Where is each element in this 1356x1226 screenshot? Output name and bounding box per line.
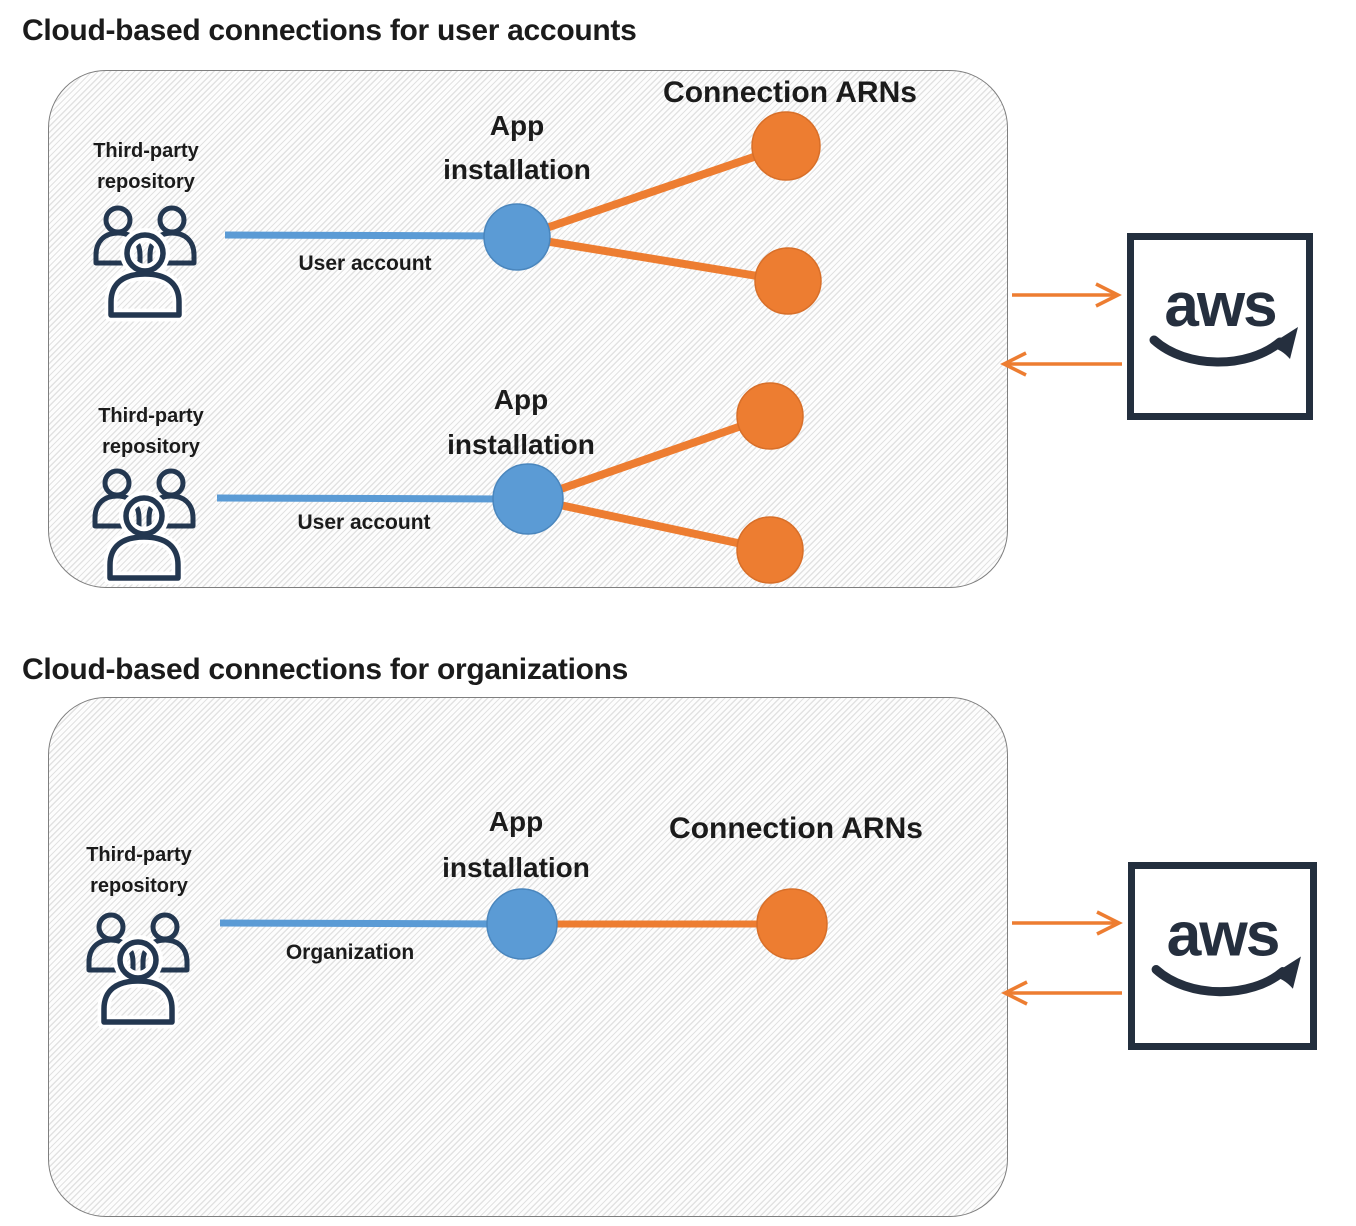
aws-wordmark: aws <box>1164 271 1275 340</box>
arrow-to-aws-icon <box>1012 282 1122 308</box>
app-installation-label: App installation <box>447 384 595 460</box>
link-label: User account <box>297 511 431 534</box>
app-installation-label: App installation <box>442 806 590 883</box>
aws-smile-icon <box>1151 965 1288 997</box>
arrow-from-aws-icon <box>1001 980 1122 1006</box>
aws-logo-box: aws <box>1127 233 1313 420</box>
app-installation-label: App installation <box>443 110 591 185</box>
section2-diagram-container <box>48 697 1008 1217</box>
link-label: User account <box>298 252 432 275</box>
repo-label-line2: repository <box>90 875 188 897</box>
repo-label: Third-party repository <box>66 136 226 198</box>
repo-label-line1: Third-party <box>93 140 199 162</box>
aws-wordmark: aws <box>1167 900 1279 969</box>
aws-logo: aws <box>1149 271 1298 367</box>
aws-logo: aws <box>1151 900 1301 997</box>
repo-label-line1: Third-party <box>98 405 204 427</box>
section2-title: Cloud-based connections for organization… <box>22 653 629 686</box>
connection-arns-heading: Connection ARNs <box>663 76 917 109</box>
aws-smile-arrow-icon <box>1270 956 1301 989</box>
repo-label-line2: repository <box>102 436 200 458</box>
repo-label-line2: repository <box>97 171 195 193</box>
arrow-to-aws-icon <box>1012 910 1123 936</box>
connection-arns-heading: Connection ARNs <box>669 812 923 845</box>
repo-label: Third-party repository <box>71 401 231 463</box>
section1-title: Cloud-based connections for user account… <box>22 14 637 47</box>
repo-label: Third-party repository <box>59 840 219 902</box>
aws-logo-box: aws <box>1128 862 1317 1050</box>
repo-label-line1: Third-party <box>86 844 192 866</box>
aws-smile-icon <box>1149 335 1285 367</box>
aws-smile-arrow-icon <box>1268 327 1298 359</box>
link-label: Organization <box>285 941 415 964</box>
arrow-from-aws-icon <box>1000 351 1122 377</box>
